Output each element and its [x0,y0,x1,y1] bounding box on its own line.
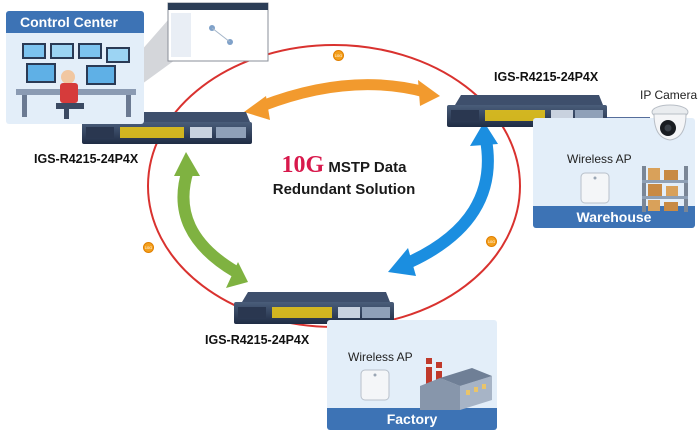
ip-camera-label: IP Camera [640,88,698,102]
monitor-callout [120,2,269,100]
title-speed: 10G [281,152,325,178]
warehouse-wireless-ap-label: Wireless AP [567,152,632,166]
warehouse-title: Warehouse [533,206,695,228]
warehouse-wireless-ap-icon [580,172,610,204]
orange-link-arrow [244,79,440,120]
blue-link-arrow [388,122,498,276]
ip-camera-icon [651,104,689,141]
factory-panel: Factory [327,320,497,430]
ring-badge-right: 10G [486,236,497,247]
control-center-title: Control Center [6,11,144,33]
factory-title: Factory [327,408,497,430]
control-center-panel: Control Center [6,11,144,124]
operator-workstation-icon [16,43,136,119]
warehouse-shelves-icon [642,166,688,212]
ring-badge-left: 10G [143,242,154,253]
solution-title: 10G MSTP Data Redundant Solution [244,152,444,198]
title-line2: Redundant Solution [272,181,416,198]
factory-building-icon [420,358,492,410]
switch-label-top-right: IGS-R4215-24P4X [494,70,599,84]
switch-bottom [234,292,394,324]
ring-badge-top: 10G [333,50,344,61]
green-link-arrow [174,152,248,288]
switch-label-bottom: IGS-R4215-24P4X [205,333,310,347]
factory-wireless-ap-icon [360,369,390,401]
switch-label-top-left: IGS-R4215-24P4X [34,152,139,166]
title-line1: MSTP Data [324,159,407,176]
switch-top-left [82,112,252,144]
factory-wireless-ap-label: Wireless AP [348,350,413,364]
